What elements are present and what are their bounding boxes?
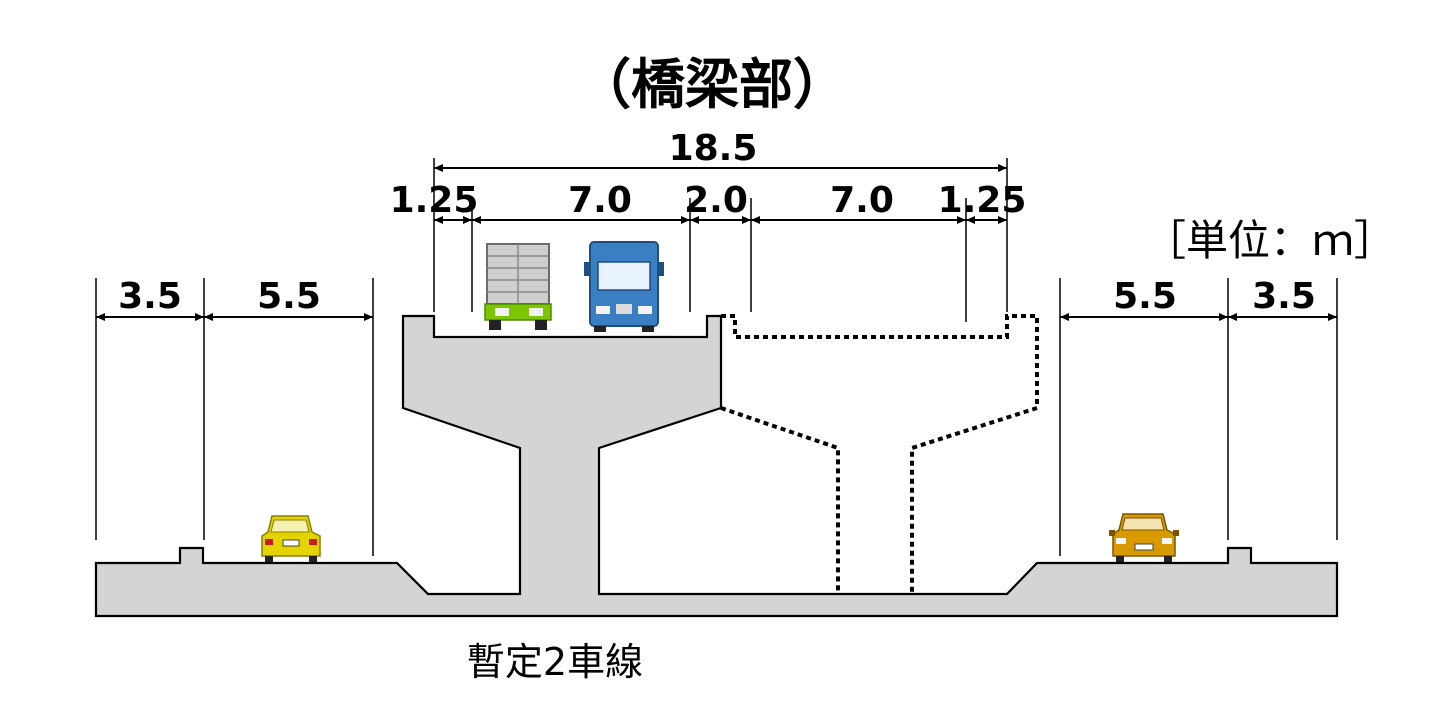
orange-car-icon: [1109, 513, 1179, 562]
dim-left-sidewalk: 3.5: [118, 276, 182, 317]
box-truck-icon: [484, 243, 552, 330]
dimension-lines: [96, 164, 1337, 321]
yellow-car-icon: [261, 515, 321, 562]
future-bridge-pier-left-edge: [720, 406, 840, 594]
dimline-bridge-right-lanes: [751, 216, 966, 224]
diagram-title: （橋梁部）: [577, 53, 847, 116]
dimline-bridge-median: [690, 216, 751, 224]
cab-truck-icon: [584, 241, 664, 332]
dimline-bridge-left-shoulder: [434, 216, 472, 224]
dim-right-sidewalk: 3.5: [1252, 276, 1316, 317]
dimline-overall: [434, 164, 1007, 172]
dim-bridge-median: 2.0: [684, 180, 748, 221]
dim-bridge-left-lanes: 7.0: [568, 180, 632, 221]
extension-lines: [95, 158, 1338, 556]
dimline-bridge-left-lanes: [472, 216, 690, 224]
dimline-left-road: [204, 313, 373, 321]
unit-note: ［単位：ｍ］: [1144, 216, 1396, 265]
dimline-left-sidewalk: [96, 313, 204, 321]
dim-right-road: 5.5: [1113, 276, 1177, 317]
dim-left-road: 5.5: [257, 276, 321, 317]
dim-bridge-right-shoulder: 1.25: [938, 180, 1027, 221]
dim-bridge-right-lanes: 7.0: [830, 180, 894, 221]
dimline-right-road: [1060, 313, 1228, 321]
dim-bridge-left-shoulder: 1.25: [390, 180, 479, 221]
ground-base: [94, 314, 1339, 618]
dimline-bridge-right-shoulder: [966, 216, 1007, 224]
dim-overall: 18.5: [669, 128, 758, 169]
dimline-right-sidewalk: [1228, 313, 1337, 321]
caption-provisional-two-lanes: 暫定2車線: [467, 640, 643, 684]
future-bridge-outline: [721, 314, 1039, 594]
